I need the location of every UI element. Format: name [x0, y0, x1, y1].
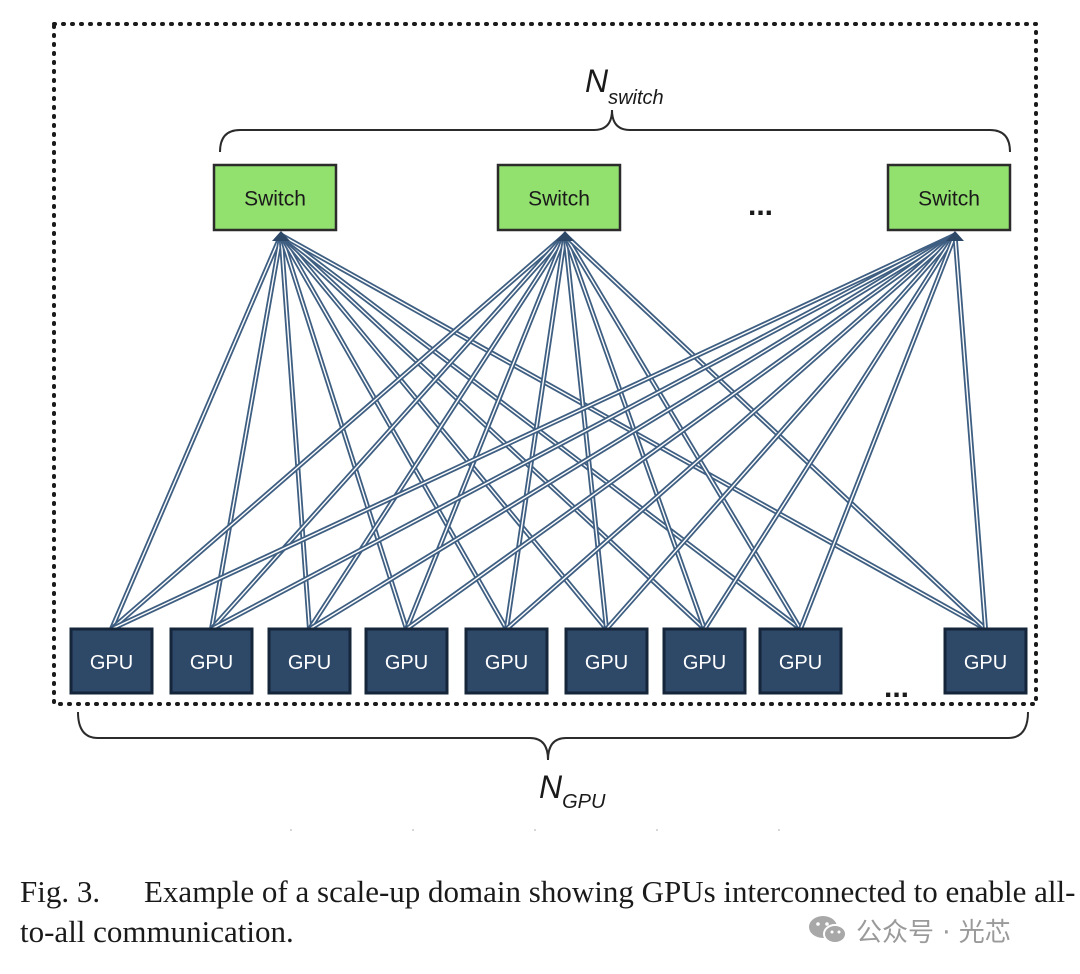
- link-core-switch1-gpu7: [280, 234, 705, 630]
- figure-caption: Fig. 3.Example of a scale-up domain show…: [20, 872, 1080, 952]
- gpu-node: GPU: [464, 627, 549, 695]
- link-core-switch2-gpu1: [111, 234, 566, 630]
- switch-box: [496, 163, 622, 232]
- switch-node: Switch: [886, 163, 1012, 232]
- gpu-row: GPU GPU GPU GPU GPU GPU GPU GPU GPU: [69, 627, 1028, 695]
- gpu-node: GPU: [267, 627, 352, 695]
- switch-box: [212, 163, 338, 232]
- link-core-switch3-gpu1: [111, 234, 956, 630]
- gpu-box: [69, 627, 154, 695]
- gpu-node: GPU: [69, 627, 154, 695]
- gpu-ellipsis: ...: [884, 671, 909, 704]
- link-core-switch3-gpu3: [309, 234, 956, 630]
- link-core-switch1-gpu3: [280, 234, 311, 630]
- gpu-label: GPU: [585, 652, 628, 674]
- figure-number: Fig. 3.: [20, 874, 101, 909]
- gpu-box: [169, 627, 254, 695]
- gpu-label: GPU: [485, 652, 528, 674]
- link-core-switch1-gpu5: [280, 234, 508, 630]
- gpu-label: GPU: [964, 652, 1007, 674]
- n-switch-label: Nswitch: [585, 63, 664, 109]
- link-core-switch2-gpu4: [405, 234, 566, 630]
- link-core-switch3-gpu5: [506, 234, 956, 630]
- link-core-switch3-gpu9: [954, 234, 987, 630]
- gpu-node: GPU: [364, 627, 449, 695]
- link-core-switch3-gpu4: [406, 234, 956, 630]
- switch-label: Switch: [918, 188, 980, 211]
- watermark-text: 公众号 · 光芯: [856, 917, 1011, 948]
- gpu-label: GPU: [385, 652, 428, 674]
- switch-label: Switch: [244, 188, 306, 211]
- gpu-box: [758, 627, 843, 695]
- gpu-box: [662, 627, 747, 695]
- switch1-link-anchor: [272, 231, 290, 241]
- switch-box: [886, 163, 1012, 232]
- link-core-switch2-gpu9: [564, 234, 986, 630]
- gpu-label: GPU: [90, 652, 133, 674]
- switch-node: Switch: [496, 163, 622, 232]
- link-core-switch1-gpu4: [280, 234, 408, 630]
- link-core-switch2-gpu2: [210, 234, 566, 630]
- link-core-switch3-gpu7: [703, 234, 956, 630]
- switch-row: Switch Switch Switch: [212, 163, 1012, 232]
- link-core-switch1-gpu2: [210, 234, 282, 630]
- link-core-switch3-gpu6: [605, 234, 956, 630]
- switch2-link-anchor: [556, 231, 574, 241]
- gpu-node: GPU: [169, 627, 254, 695]
- links: [109, 231, 988, 632]
- gpu-box: [564, 627, 649, 695]
- switch-node: Switch: [212, 163, 338, 232]
- switch3-link-anchor: [946, 231, 964, 241]
- gpu-label: GPU: [288, 652, 331, 674]
- scale-up-domain-boundary: [52, 22, 1038, 706]
- gpu-box: [464, 627, 549, 695]
- watermark: 公众号 · 光芯: [808, 910, 1011, 950]
- gpu-node: GPU: [758, 627, 843, 695]
- link-core-switch1-gpu1: [110, 234, 282, 630]
- caption-text: Example of a scale-up domain showing GPU…: [20, 874, 1076, 949]
- gpu-box: [943, 627, 1028, 695]
- switch-label: Switch: [528, 188, 590, 211]
- gpu-label: GPU: [190, 652, 233, 674]
- link-core-switch1-gpu8: [280, 234, 801, 630]
- switch-ellipsis: ...: [748, 189, 773, 222]
- n-gpu-label: NGPU: [539, 769, 606, 813]
- link-core-switch1-gpu6: [280, 234, 608, 630]
- link-core-switch3-gpu2: [211, 234, 956, 630]
- gpu-node: GPU: [564, 627, 649, 695]
- gpu-count-brace: [77, 711, 1029, 761]
- gpu-node: GPU: [662, 627, 747, 695]
- gpu-box: [364, 627, 449, 695]
- link-core-switch3-gpu8: [799, 234, 956, 630]
- gpu-node: GPU: [943, 627, 1028, 695]
- switch-count-brace: [219, 109, 1011, 153]
- gpu-label: GPU: [779, 652, 822, 674]
- wechat-icon: [809, 916, 847, 944]
- gpu-box: [267, 627, 352, 695]
- gpu-label: GPU: [683, 652, 726, 674]
- link-core-switch2-gpu3: [308, 234, 566, 630]
